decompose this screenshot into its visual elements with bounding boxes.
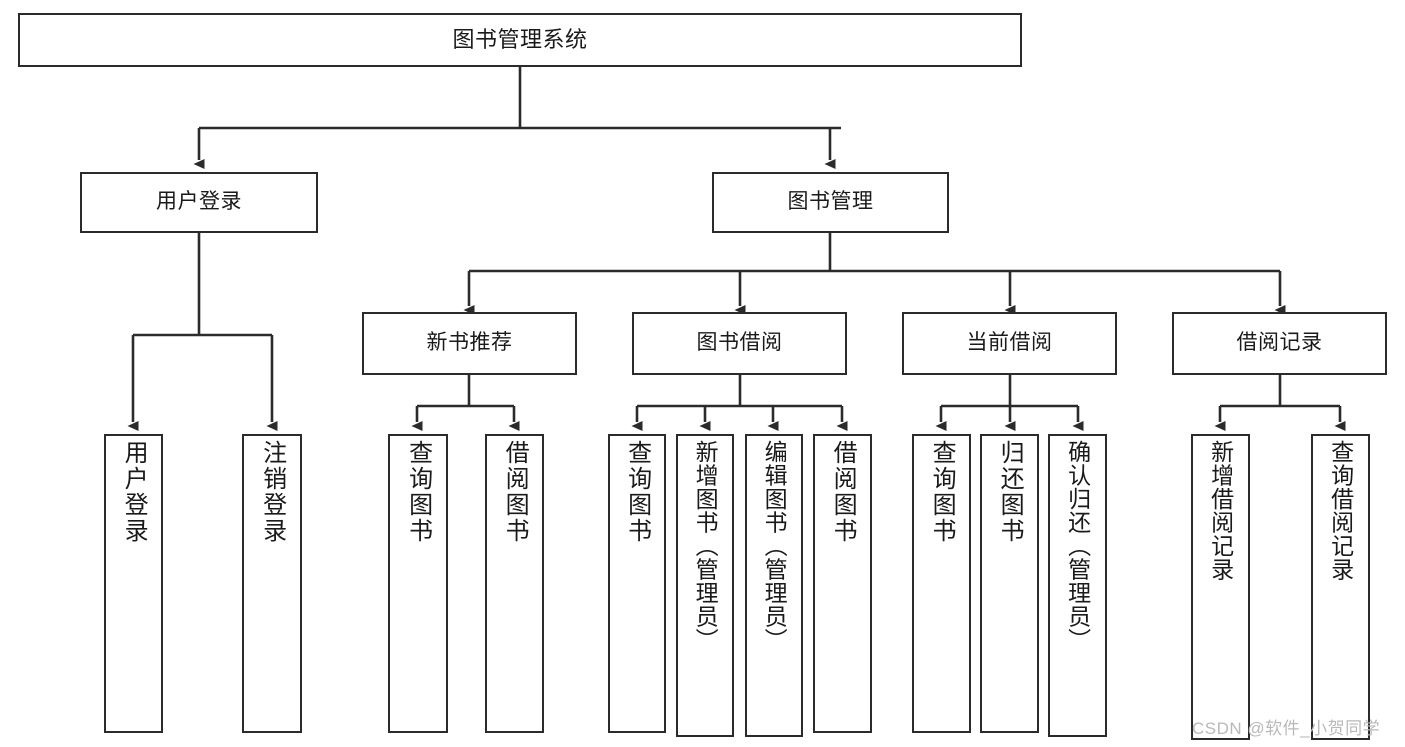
csdn-watermark: CSDN @软件_小贺同学	[1192, 719, 1381, 738]
node-borrow-records[interactable]: 借阅记录	[1172, 312, 1387, 375]
node-label: 查询借阅记录	[1327, 440, 1354, 581]
node-label: 用户登录	[156, 190, 242, 214]
node-label: 注销登录	[258, 440, 286, 544]
leaf-borrow-edit-book-admin[interactable]: 编辑图书（管理员）	[745, 434, 803, 737]
node-label: 图书借阅	[696, 331, 783, 355]
leaf-current-return-book[interactable]: 归还图书	[980, 434, 1039, 733]
node-label: 用户登录	[120, 440, 148, 544]
leaf-records-query-record[interactable]: 查询借阅记录	[1311, 434, 1370, 740]
node-label: 新增借阅记录	[1207, 440, 1234, 581]
node-label: 查询图书	[404, 440, 432, 544]
node-label: 借阅记录	[1236, 331, 1323, 355]
node-label: 确认归还（管理员）	[1064, 440, 1091, 652]
node-root-book-management-system[interactable]: 图书管理系统	[18, 13, 1022, 67]
node-label: 查询图书	[623, 440, 651, 544]
leaf-borrow-add-book-admin[interactable]: 新增图书（管理员）	[676, 434, 734, 737]
node-current-borrow[interactable]: 当前借阅	[902, 312, 1117, 375]
node-book-management[interactable]: 图书管理	[712, 172, 949, 233]
node-label: 借阅图书	[501, 440, 529, 544]
node-user-login[interactable]: 用户登录	[80, 172, 318, 233]
node-book-borrow[interactable]: 图书借阅	[632, 312, 847, 375]
node-label: 查询图书	[928, 440, 956, 544]
node-label: 归还图书	[996, 440, 1024, 544]
leaf-current-confirm-return-admin[interactable]: 确认归还（管理员）	[1048, 434, 1107, 737]
node-label: 借阅图书	[829, 440, 857, 544]
node-label: 当前借阅	[966, 331, 1053, 355]
leaf-user-login-logout[interactable]: 注销登录	[242, 434, 302, 733]
node-label: 编辑图书（管理员）	[761, 440, 788, 652]
leaf-new-book-borrow-book[interactable]: 借阅图书	[485, 434, 544, 733]
leaf-borrow-borrow-book[interactable]: 借阅图书	[813, 434, 872, 733]
leaf-borrow-query-book[interactable]: 查询图书	[608, 434, 666, 733]
node-label: 图书管理	[787, 190, 874, 214]
node-new-book-recommend[interactable]: 新书推荐	[362, 312, 577, 375]
node-label: 新增图书（管理员）	[692, 440, 719, 652]
leaf-records-add-record[interactable]: 新增借阅记录	[1191, 434, 1250, 740]
node-label: 新书推荐	[426, 331, 513, 355]
leaf-new-book-query-book[interactable]: 查询图书	[388, 434, 448, 733]
node-label: 图书管理系统	[452, 27, 588, 53]
leaf-user-login-login[interactable]: 用户登录	[104, 434, 163, 733]
leaf-current-query-book[interactable]: 查询图书	[912, 434, 971, 733]
